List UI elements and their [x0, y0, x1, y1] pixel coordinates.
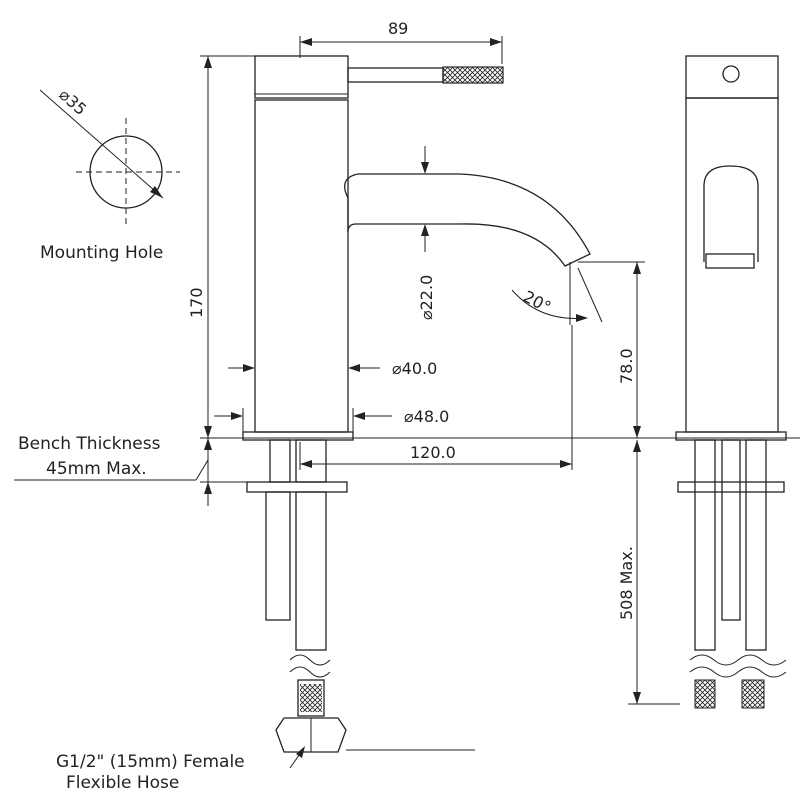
tap-lever [347, 67, 444, 83]
side-lever-pivot [722, 65, 740, 83]
dim-base-diameter: ⌀48.0 [214, 407, 449, 432]
dim-overall-reach: 89 [299, 19, 503, 64]
dim-spout-height-value: 78.0 [617, 348, 636, 384]
dim-overall-reach-value: 89 [388, 19, 408, 38]
dim-overall-height: 170 [187, 55, 255, 439]
tap-body [254, 99, 349, 433]
hose-nut [275, 717, 347, 753]
dim-base-diameter-value: ⌀48.0 [404, 407, 449, 426]
mounting-hole-detail: ⌀35 Mounting Hole [39, 85, 180, 263]
tap-front-view [242, 55, 591, 753]
dim-overall-height-value: 170 [187, 287, 206, 318]
dim-body-diameter-value: ⌀40.0 [392, 359, 437, 378]
mounting-hole-leader [39, 89, 164, 199]
tap-base-plate [242, 431, 354, 441]
bench-thickness-label: Bench Thickness [18, 434, 161, 454]
tap-handle-cap [254, 55, 349, 99]
hose-label-line1: G1/2" (15mm) Female [56, 752, 245, 772]
tap-spout [344, 173, 591, 267]
side-spout-outlet [705, 253, 755, 269]
dim-spout-diameter: ⌀22.0 [417, 146, 436, 320]
dim-hose-length: 508 Max. [617, 440, 680, 705]
hose-callout: G1/2" (15mm) Female Flexible Hose [56, 746, 475, 793]
dim-spout-height: 78.0 [578, 261, 645, 438]
dim-body-diameter: ⌀40.0 [228, 359, 437, 378]
tap-side-view [675, 55, 787, 709]
dim-hose-length-value: 508 Max. [617, 546, 636, 620]
dim-spout-reach: 120.0 [299, 325, 573, 470]
bench-thickness-max: 45mm Max. [46, 459, 147, 479]
dim-spout-angle: 20° [511, 262, 603, 325]
side-handle-cap [685, 55, 779, 99]
mounting-stud [269, 439, 291, 483]
tap-lever-knurled-grip [442, 66, 504, 84]
mounting-hole-label: Mounting Hole [40, 243, 163, 263]
dim-spout-reach-value: 120.0 [410, 443, 456, 462]
side-hose-crimp-right [741, 679, 765, 709]
side-body [685, 97, 779, 433]
dim-spout-diameter-value: ⌀22.0 [417, 275, 436, 320]
mounting-shank [265, 491, 291, 621]
mounting-hole-arrow [150, 186, 163, 198]
hose-crimp [297, 679, 325, 717]
dim-spout-angle-value: 20° [520, 287, 554, 317]
side-washer [677, 481, 785, 493]
hose-label-line2: Flexible Hose [66, 773, 179, 793]
hose-tube [295, 491, 327, 651]
dim-bench-thickness: Bench Thickness 45mm Max. [14, 434, 247, 506]
side-hose-right [745, 439, 767, 651]
hose-break-top [289, 654, 331, 666]
svg-text:⌀35: ⌀35 [55, 85, 90, 119]
side-base-plate [675, 431, 787, 441]
side-hose-crimp-left [694, 679, 716, 709]
side-shank [721, 439, 741, 621]
mounting-washer [246, 481, 348, 493]
hose-break-bottom [289, 666, 331, 678]
side-spout [703, 165, 759, 262]
side-hose-left [694, 439, 716, 651]
